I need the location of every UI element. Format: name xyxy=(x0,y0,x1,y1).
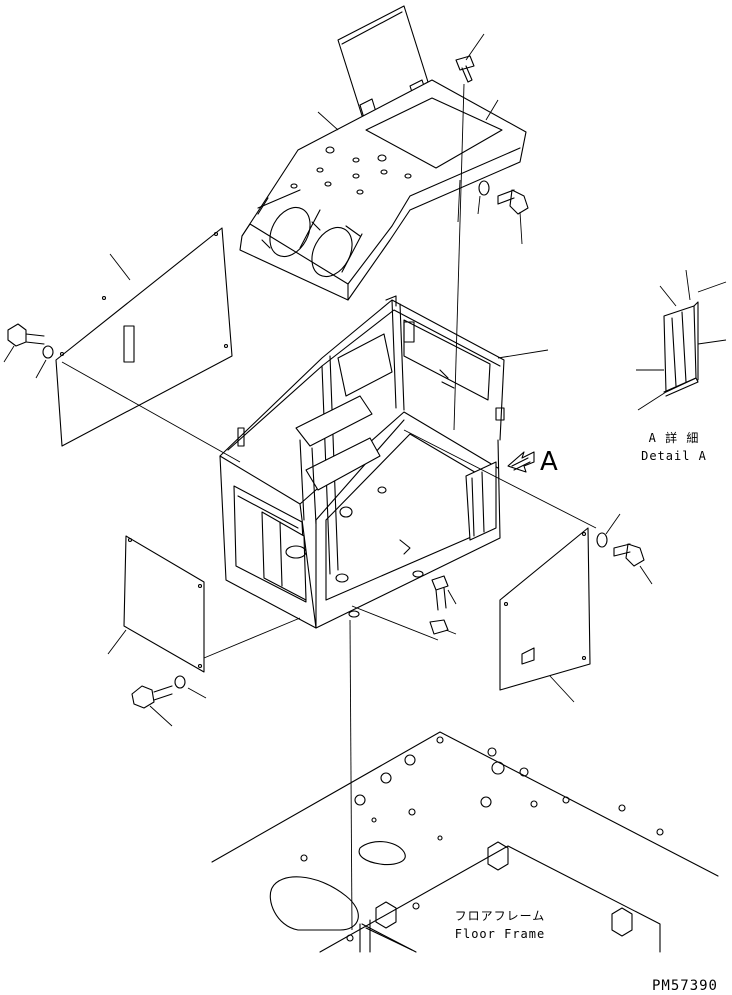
floor-frame: フロアフレーム Floor Frame xyxy=(211,731,719,953)
view-arrow-label: A xyxy=(540,447,558,477)
front-lower-panel xyxy=(107,535,205,673)
view-arrow-a: A xyxy=(507,447,558,477)
detail-a-title-jp: A 詳 細 xyxy=(649,430,700,445)
bolt-icon xyxy=(596,513,653,585)
main-box-frame xyxy=(203,295,597,931)
bolt-icon xyxy=(453,33,485,431)
floor-frame-label-jp: フロアフレーム xyxy=(455,909,546,923)
detail-a-view: A 詳 細 Detail A xyxy=(636,269,727,463)
left-side-panel xyxy=(55,227,241,463)
floor-frame-label-en: Floor Frame xyxy=(455,927,545,941)
right-side-panel xyxy=(499,527,591,703)
bolt-icon xyxy=(429,575,457,635)
detail-a-title-en: Detail A xyxy=(641,449,707,463)
top-cover xyxy=(239,5,527,301)
bolt-icon xyxy=(131,675,207,727)
drawing-number: PM57390 xyxy=(652,978,718,994)
bolt-icon xyxy=(3,323,54,379)
bolt-icon xyxy=(457,179,529,245)
